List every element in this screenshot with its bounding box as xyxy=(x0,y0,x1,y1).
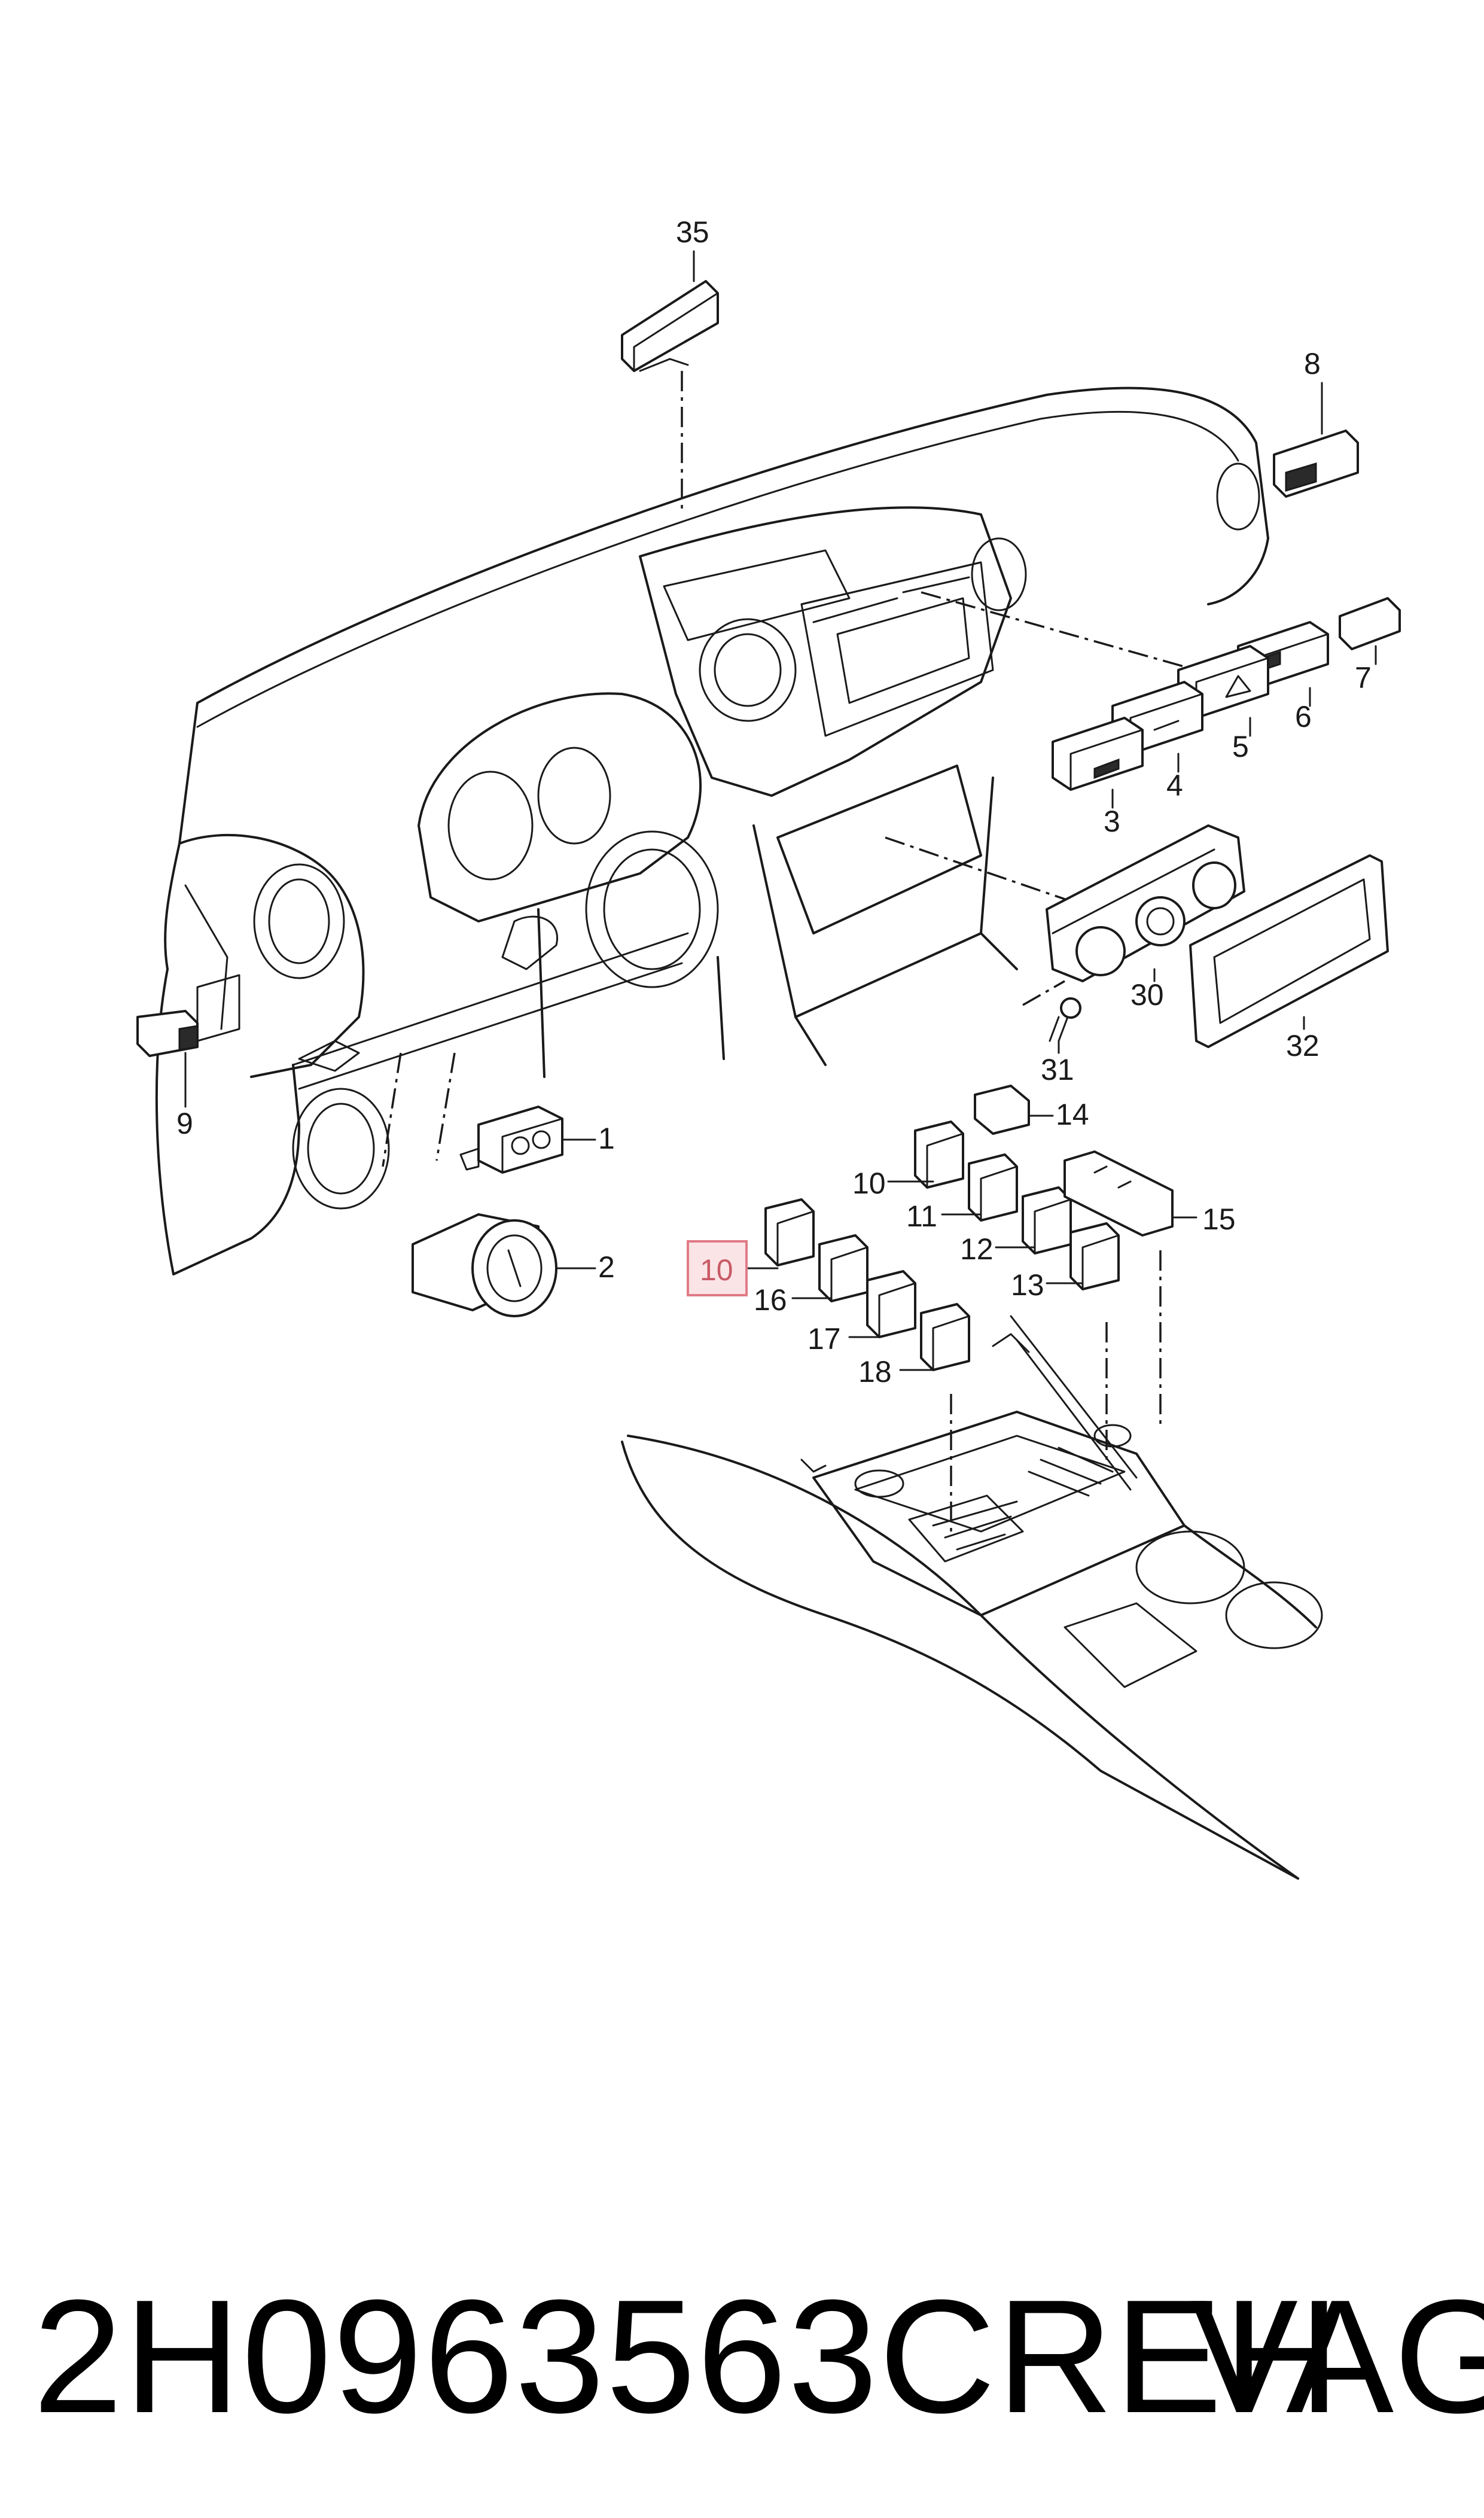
part-9-switch-blank xyxy=(136,1010,199,1108)
part-7-blank-cap xyxy=(1339,597,1401,665)
callout-35: 35 xyxy=(676,215,709,249)
part-31-screw xyxy=(1049,997,1081,1054)
callout-2: 2 xyxy=(598,1250,615,1284)
callout-5: 5 xyxy=(1232,730,1249,763)
callout-16: 16 xyxy=(754,1283,787,1317)
callout-9: 9 xyxy=(176,1107,193,1140)
callout-10-highlighted: 10 xyxy=(700,1253,733,1287)
part-1-switch-block xyxy=(459,1106,596,1174)
part-32-frame xyxy=(1189,854,1389,1048)
part-10-switch-top xyxy=(887,1121,964,1189)
callout-14: 14 xyxy=(1056,1098,1089,1131)
part-16-switch xyxy=(791,1234,869,1302)
part-14-cap xyxy=(974,1085,1054,1135)
dashboard-outline xyxy=(155,386,1269,1275)
part-15-switch-strip xyxy=(1064,1150,1197,1237)
part-35-trim-cap xyxy=(621,250,719,372)
callout-10-upper: 10 xyxy=(852,1167,886,1200)
part-2-light-switch xyxy=(412,1213,596,1317)
part-number: 2H0963563CREH xyxy=(33,2267,1342,2447)
callout-8: 8 xyxy=(1304,347,1321,380)
callout-12: 12 xyxy=(960,1232,994,1266)
part-17-switch xyxy=(848,1270,916,1338)
part-11-switch xyxy=(941,1153,1018,1222)
center-console-outline xyxy=(621,1315,1323,1880)
callout-6: 6 xyxy=(1295,700,1312,733)
leader-lines xyxy=(382,371,1197,1531)
callout-4: 4 xyxy=(1166,769,1183,802)
callout-18: 18 xyxy=(858,1355,892,1389)
callout-10-highlight-box xyxy=(687,1240,748,1296)
callout-7: 7 xyxy=(1355,661,1372,695)
callout-32: 32 xyxy=(1286,1029,1320,1062)
callout-17: 17 xyxy=(807,1322,841,1356)
callout-30: 30 xyxy=(1130,978,1164,1012)
exploded-view-drawing: 35 8 7 6 5 4 3 30 31 32 9 1 2 14 10 11 1… xyxy=(136,215,1401,1880)
callout-1: 1 xyxy=(598,1122,615,1155)
callout-15: 15 xyxy=(1202,1202,1236,1236)
callout-11: 11 xyxy=(906,1199,937,1233)
brand-label: VAG xyxy=(1190,2267,1484,2447)
callout-13: 13 xyxy=(1011,1268,1044,1302)
part-3-switch xyxy=(1052,717,1144,809)
part-8-connector xyxy=(1273,382,1359,498)
callout-3: 3 xyxy=(1104,805,1120,838)
part-30-climate-control xyxy=(1046,824,1245,982)
callout-31: 31 xyxy=(1041,1053,1074,1086)
part-10-switch-highlighted xyxy=(746,1198,815,1269)
part-18-switch xyxy=(899,1303,970,1371)
footer: 2H0963563CREH VAG xyxy=(0,2261,1484,2453)
callout-labels: 35 8 7 6 5 4 3 30 31 32 9 1 2 14 10 11 1… xyxy=(176,215,1372,1389)
part-13-switch xyxy=(1046,1222,1120,1290)
